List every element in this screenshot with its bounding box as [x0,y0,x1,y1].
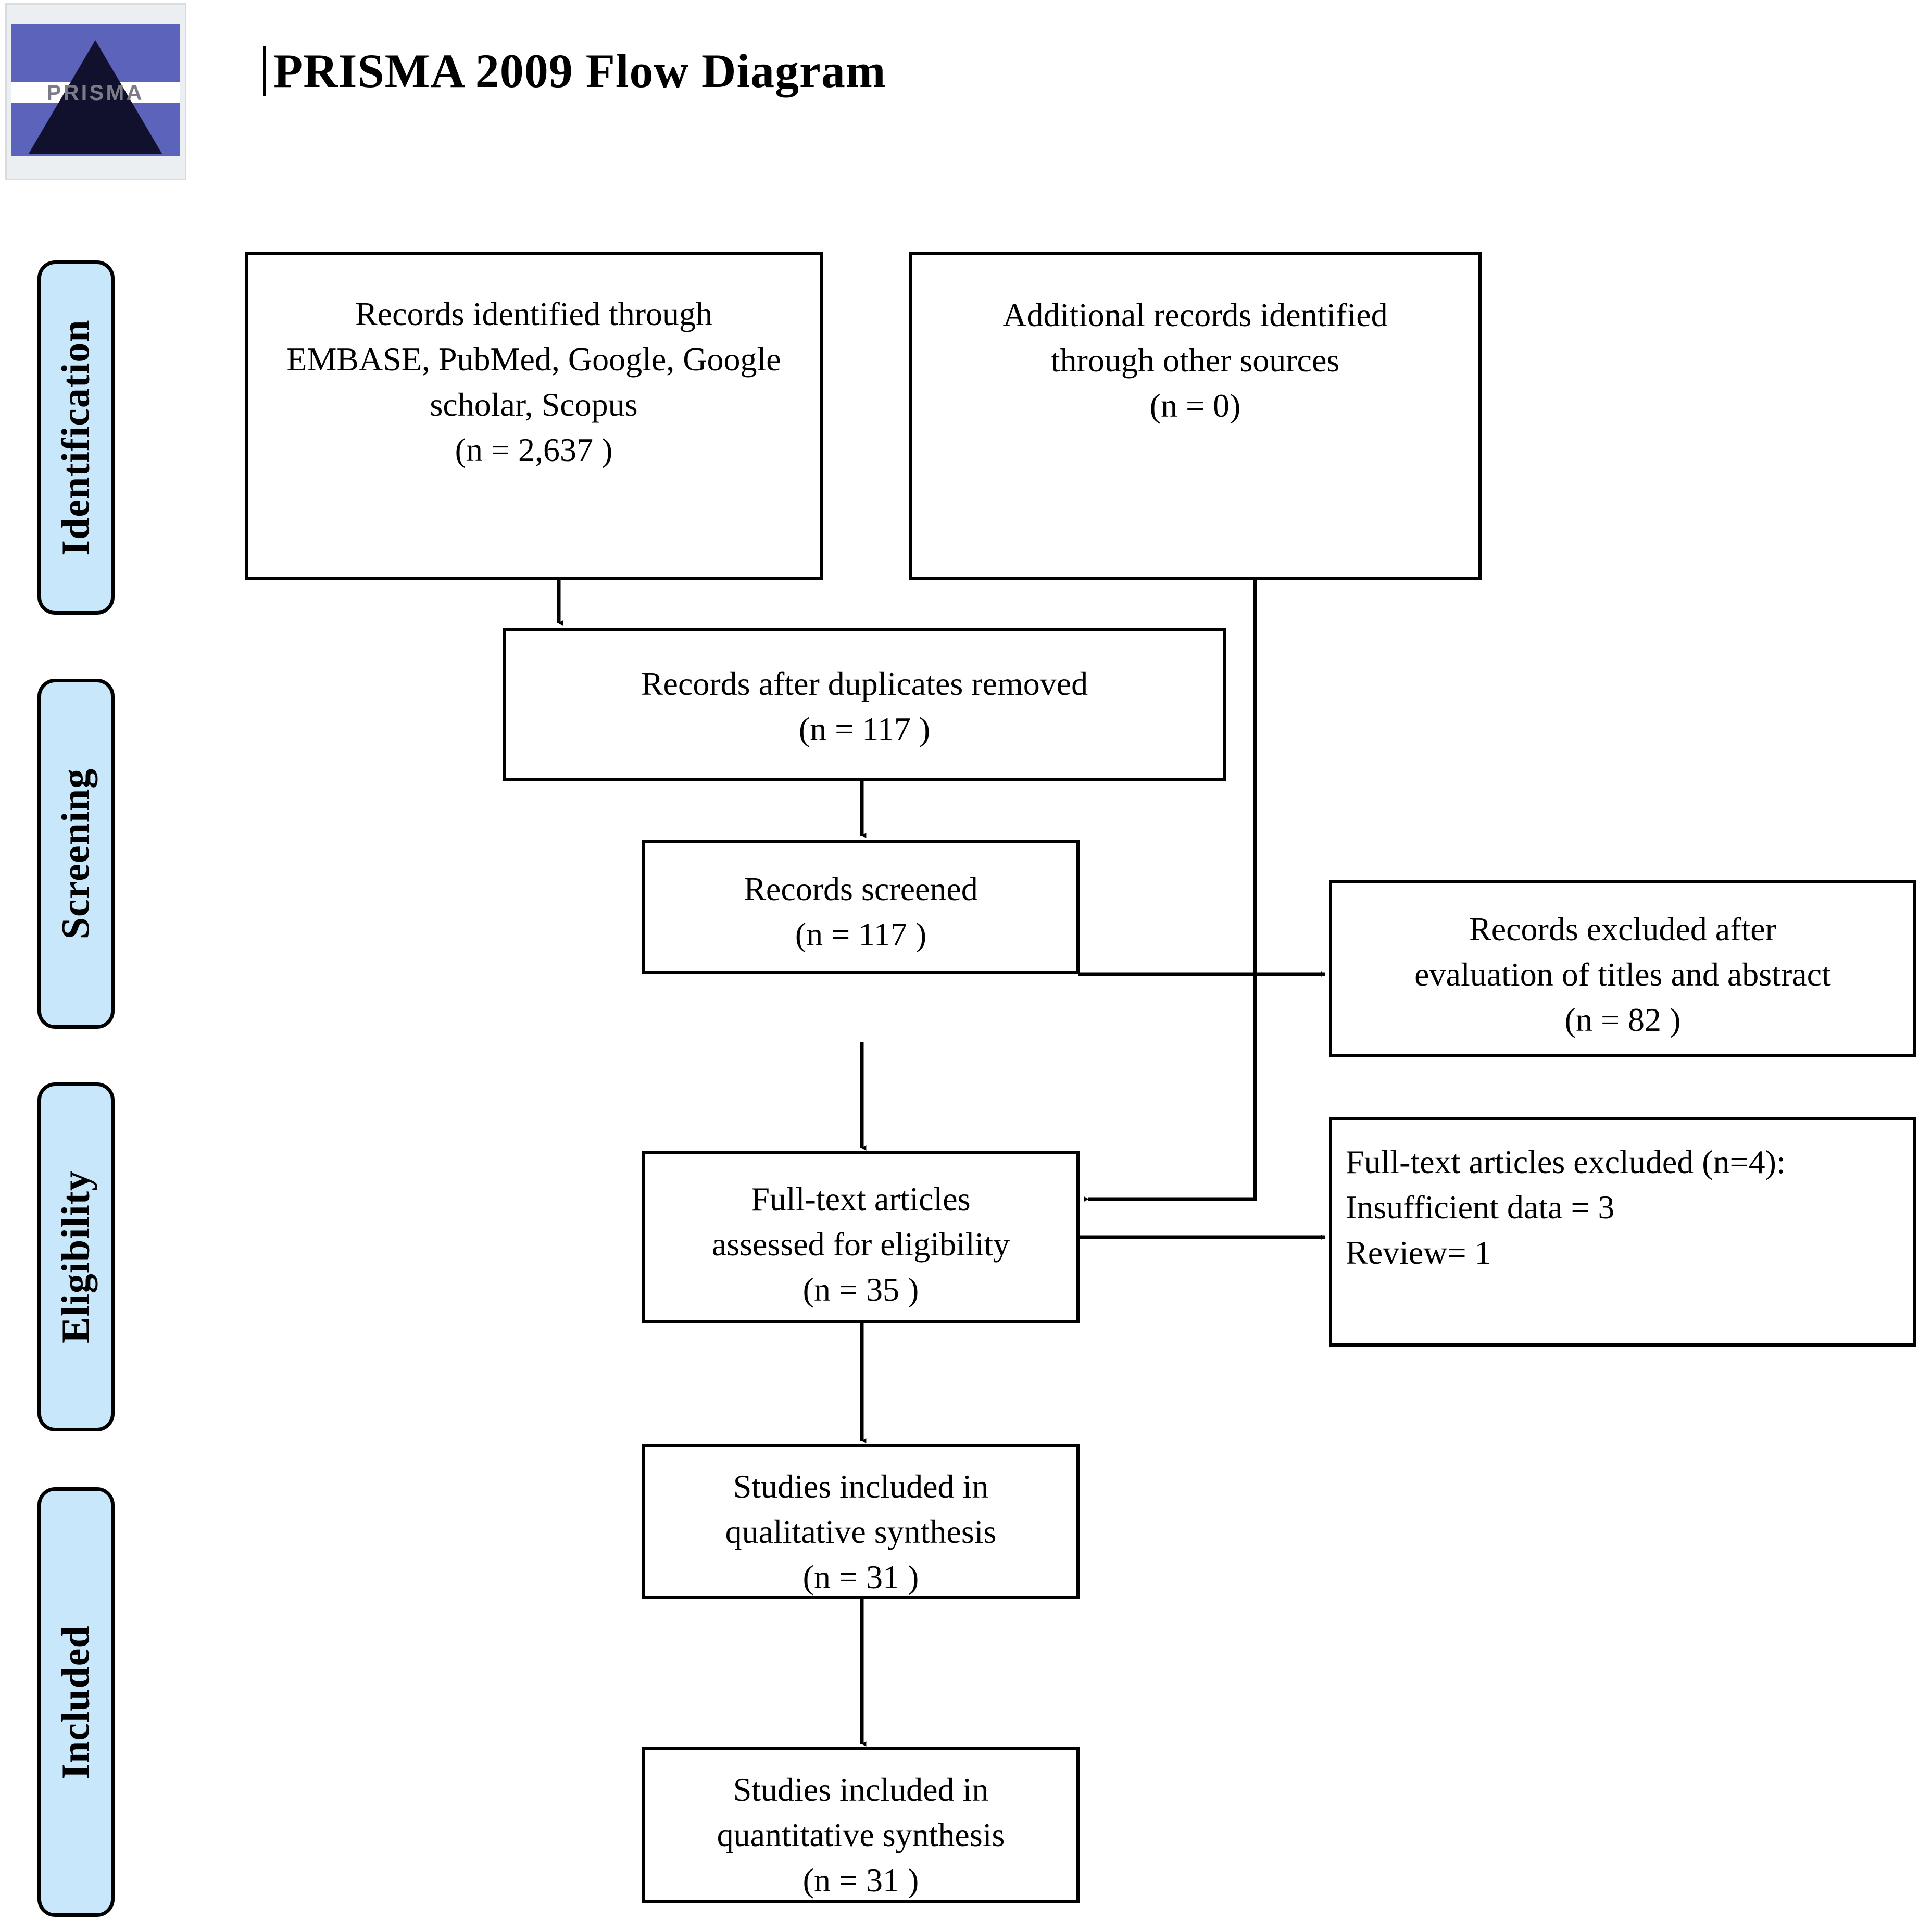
prisma-logo-artwork: PRISMA [11,24,180,156]
box-records-screened-text: Records screened (n = 117 ) [645,866,1076,957]
text-line: Records after duplicates removed [641,665,1088,702]
text-line: Records excluded after [1469,911,1776,948]
stage-label-identification: Identification [54,319,98,556]
text-line: (n = 2,637 ) [455,431,613,469]
text-line: Full-text articles excluded (n=4): [1346,1143,1786,1180]
stage-label-eligibility: Eligibility [54,1170,98,1343]
pyramid-icon [29,40,162,154]
text-line: (n = 82 ) [1564,1001,1681,1039]
text-line: (n = 31 ) [802,1559,919,1596]
text-line: quantitative synthesis [717,1816,1005,1854]
stage-label-screening: Screening [54,768,98,940]
text-line: assessed for eligibility [711,1226,1010,1263]
text-line: Full-text articles [751,1180,971,1217]
box-fulltext-excluded: Full-text articles excluded (n=4): Insuf… [1329,1117,1916,1347]
text-line: EMBASE, PubMed, Google, Google [286,341,781,378]
text-line: Review= 1 [1346,1234,1491,1272]
box-quantitative-synthesis: Studies included in quantitative synthes… [642,1747,1080,1903]
stage-pill-screening: Screening [37,679,115,1029]
text-line: Insufficient data = 3 [1346,1189,1615,1226]
box-fulltext-assessed-text: Full-text articles assessed for eligibil… [645,1176,1076,1312]
prisma-logo: PRISMA [5,3,186,180]
text-line: (n = 35 ) [802,1271,919,1308]
box-qualitative-synthesis: Studies included in qualitative synthesi… [642,1444,1080,1599]
box-records-excluded-text: Records excluded after evaluation of tit… [1332,906,1913,1042]
text-line: qualitative synthesis [725,1513,997,1551]
stage-pill-identification: Identification [37,260,115,615]
text-line: (n = 0) [1149,387,1241,425]
text-line: Studies included in [733,1468,989,1505]
stage-pill-eligibility: Eligibility [37,1082,115,1431]
text-line: Additional records identified [1002,296,1388,333]
stage-label-included: Included [54,1625,98,1779]
text-line: Records identified through [355,295,713,332]
text-line: (n = 31 ) [802,1862,919,1899]
box-fulltext-assessed: Full-text articles assessed for eligibil… [642,1151,1080,1323]
text-line: scholar, Scopus [430,386,638,423]
box-duplicates-removed: Records after duplicates removed (n = 11… [503,628,1226,781]
box-additional-records-text: Additional records identified through ot… [912,292,1478,428]
box-quantitative-synthesis-text: Studies included in quantitative synthes… [645,1767,1076,1903]
text-line: Records screened [744,870,978,907]
box-additional-records: Additional records identified through ot… [909,252,1482,580]
box-records-identified: Records identified through EMBASE, PubMe… [245,252,823,580]
text-line: (n = 117 ) [795,916,927,953]
text-line: evaluation of titles and abstract [1414,956,1831,993]
box-qualitative-synthesis-text: Studies included in qualitative synthesi… [645,1464,1076,1600]
box-records-screened: Records screened (n = 117 ) [642,840,1080,974]
box-fulltext-excluded-text: Full-text articles excluded (n=4): Insuf… [1332,1139,1913,1275]
text-line: (n = 117 ) [798,711,931,748]
text-line: Studies included in [733,1771,989,1808]
page-title: PRISMA 2009 Flow Diagram [263,46,886,96]
text-line: through other sources [1050,342,1340,379]
box-duplicates-removed-text: Records after duplicates removed (n = 11… [506,661,1223,752]
box-records-excluded: Records excluded after evaluation of tit… [1329,880,1916,1057]
stage-pill-included: Included [37,1487,115,1917]
box-records-identified-text: Records identified through EMBASE, PubMe… [248,291,820,472]
